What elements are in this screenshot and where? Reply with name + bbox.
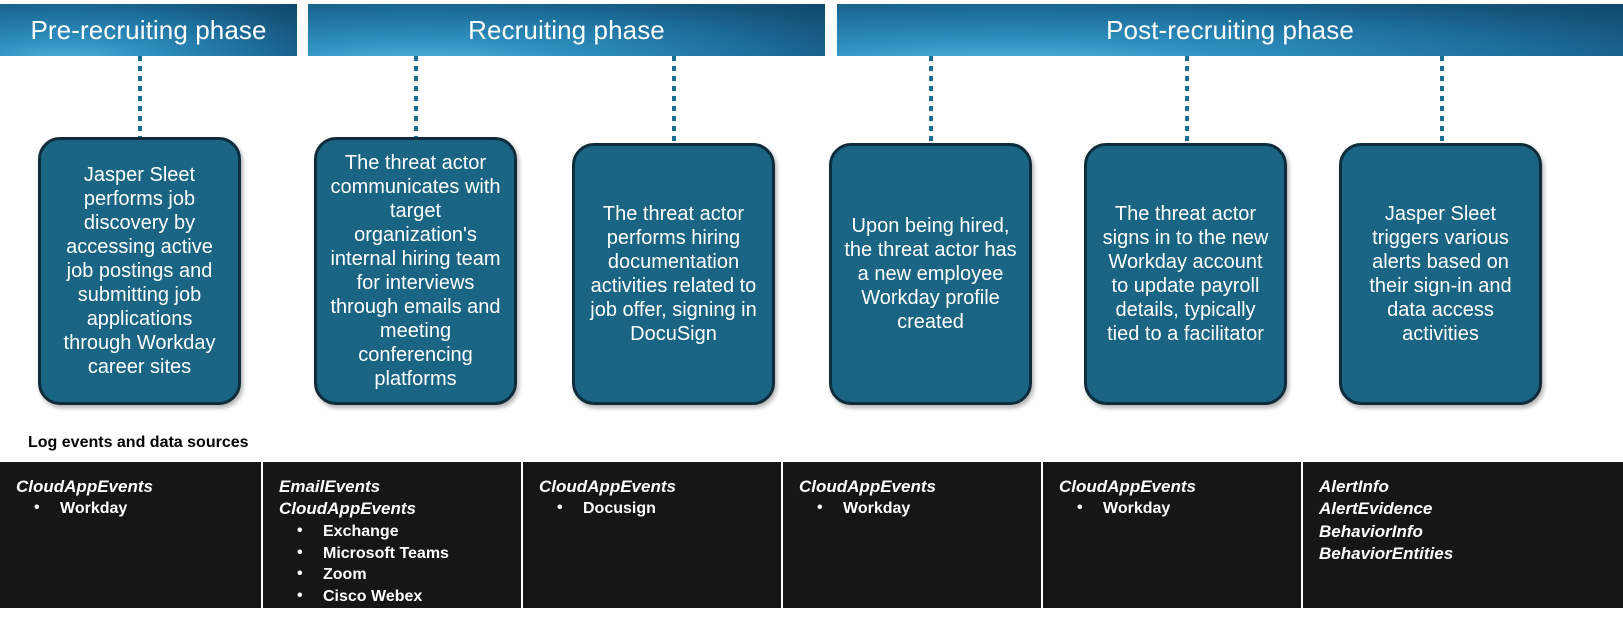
phase-banner-label: Recruiting phase (468, 14, 665, 45)
log-table-name: EmailEvents (279, 477, 381, 496)
flow-card-2: The threat actor communicates with targe… (314, 137, 517, 405)
log-source-item: Exchange (297, 520, 507, 543)
log-table-name: CloudAppEvents (279, 499, 416, 519)
phase-banner-row: Pre-recruiting phase Recruiting phase Po… (0, 4, 1623, 56)
log-table-name: CloudAppEvents (799, 477, 936, 496)
connector-dotted-line-6 (1440, 56, 1444, 144)
log-source-item: Workday (1077, 497, 1287, 520)
phase-banner-post-recruiting: Post-recruiting phase (837, 4, 1623, 56)
log-table-name: AlertEvidence (1319, 499, 1433, 519)
log-source-item: Zoom (297, 563, 507, 586)
connector-dotted-line-3 (672, 56, 676, 144)
log-source-list: Workday (1059, 497, 1287, 520)
log-table-name: CloudAppEvents (1059, 477, 1196, 496)
flow-card-text: The threat actor performs hiring documen… (590, 203, 757, 345)
log-source-list: ExchangeMicrosoft TeamsZoomCisco Webex (279, 520, 507, 608)
phase-banner-label: Pre-recruiting phase (30, 14, 267, 45)
log-section-title: Log events and data sources (28, 434, 249, 451)
connector-dotted-line-5 (1185, 56, 1189, 144)
log-source-list: Workday (16, 497, 247, 520)
connector-dotted-line-4 (929, 56, 933, 144)
log-cell-3: CloudAppEventsDocusign (523, 462, 783, 608)
flow-card-text: The threat actor signs in to the new Wor… (1102, 203, 1269, 345)
phase-banner-recruiting: Recruiting phase (308, 4, 825, 56)
log-source-item: Workday (34, 497, 247, 520)
phase-banner-label: Post-recruiting phase (1106, 14, 1354, 45)
connector-dotted-line-1 (138, 56, 142, 138)
log-source-list: Docusign (539, 497, 767, 520)
flow-card-5: The threat actor signs in to the new Wor… (1084, 143, 1287, 405)
log-source-item: Workday (817, 497, 1027, 520)
flow-card-text: Jasper Sleet triggers various alerts bas… (1369, 203, 1512, 345)
log-table-name: BehaviorInfo (1319, 521, 1423, 541)
log-source-list: Workday (799, 497, 1027, 520)
log-cell-5: CloudAppEventsWorkday (1043, 462, 1303, 608)
log-source-item: Microsoft Teams (297, 542, 507, 565)
connector-dotted-line-2 (414, 56, 418, 138)
log-table-name: BehaviorEntities (1319, 544, 1454, 564)
phase-banner-pre-recruiting: Pre-recruiting phase (0, 4, 297, 56)
flow-card-text: Upon being hired, the threat actor has a… (844, 215, 1017, 333)
flow-card-text: Jasper Sleet performs job discovery by a… (63, 164, 216, 378)
flow-card-6: Jasper Sleet triggers various alerts bas… (1339, 143, 1542, 405)
log-table-name: AlertInfo (1319, 477, 1389, 496)
log-table-name: CloudAppEvents (539, 477, 676, 496)
flow-card-4: Upon being hired, the threat actor has a… (829, 143, 1032, 405)
log-events-table: CloudAppEventsWorkday EmailEventsCloudAp… (0, 462, 1623, 608)
flow-card-3: The threat actor performs hiring documen… (572, 143, 775, 405)
log-source-item: Cisco Webex (297, 585, 507, 608)
log-cell-4: CloudAppEventsWorkday (783, 462, 1043, 608)
log-cell-1: CloudAppEventsWorkday (0, 462, 263, 608)
flow-card-1: Jasper Sleet performs job discovery by a… (38, 137, 241, 405)
log-table-name: CloudAppEvents (16, 477, 153, 496)
log-cell-2: EmailEventsCloudAppEventsExchangeMicroso… (263, 462, 523, 608)
flow-card-text: The threat actor communicates with targe… (330, 152, 501, 390)
log-source-item: Docusign (557, 497, 767, 520)
